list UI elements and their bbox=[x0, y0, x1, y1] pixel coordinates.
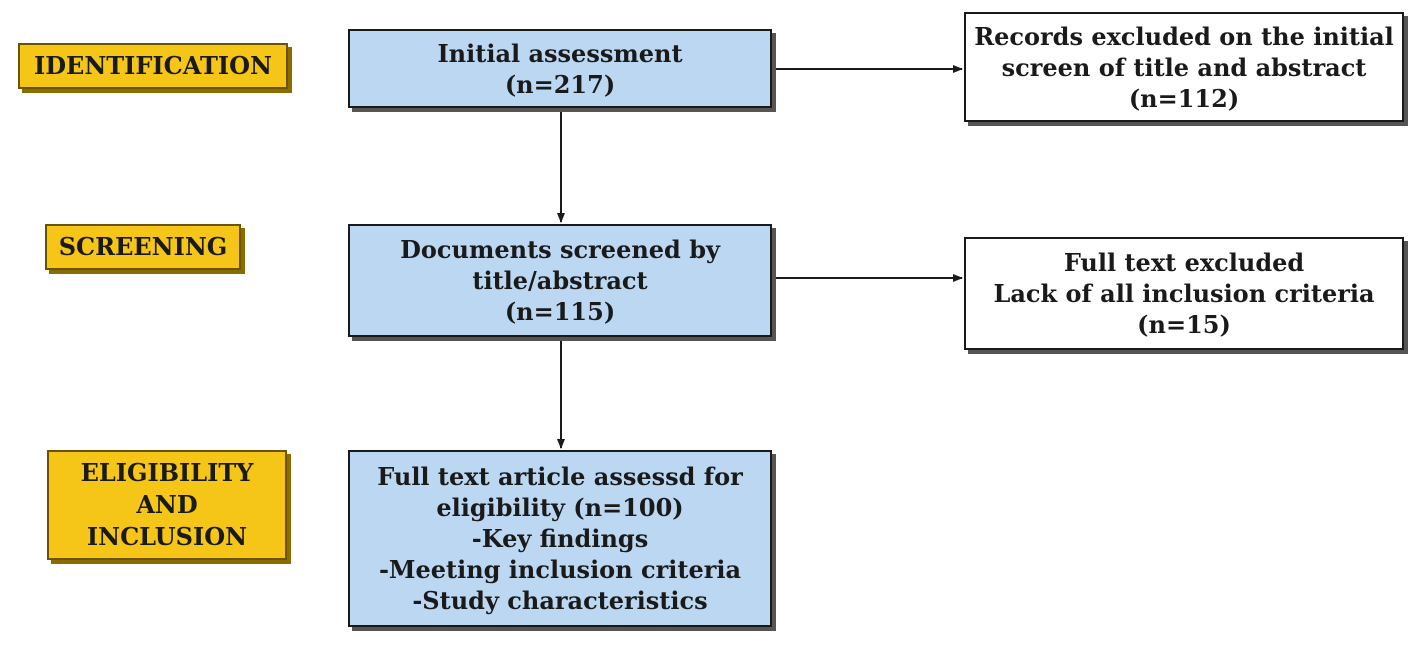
full-text-assessed-box-line-4: -Meeting inclusion criteria bbox=[378, 555, 742, 584]
initial-assessment-box-line-1: Initial assessment bbox=[437, 38, 683, 68]
stage-label-eligibility-inclusion-line-1: ELIGIBILITY bbox=[80, 458, 254, 487]
full-text-assessed-box-line-2: eligibility (n=100) bbox=[436, 493, 684, 522]
full-text-excluded-box-line-1: Full text excluded bbox=[1063, 248, 1305, 277]
documents-screened-box-line-2: title/abstract bbox=[472, 266, 648, 295]
full-text-assessed-box-line-1: Full text article assessd for bbox=[377, 462, 743, 491]
stage-label-screening: SCREENING bbox=[45, 224, 241, 270]
documents-screened-box-line-1: Documents screened by bbox=[400, 235, 720, 264]
initial-assessment-box-line-2: (n=217) bbox=[504, 69, 616, 99]
full-text-excluded-box-line-3: (n=15) bbox=[1137, 310, 1231, 339]
stage-label-screening-line-1: SCREENING bbox=[58, 232, 228, 261]
stage-label-eligibility-inclusion-line-3: INCLUSION bbox=[86, 522, 248, 551]
stage-label-identification: IDENTIFICATION bbox=[18, 43, 288, 89]
full-text-excluded-box-line-2: Lack of all inclusion criteria bbox=[993, 279, 1375, 308]
records-excluded-box-line-2: screen of title and abstract bbox=[1001, 52, 1367, 82]
records-excluded-box-line-3: (n=112) bbox=[1128, 83, 1240, 113]
stage-label-identification-line-1: IDENTIFICATION bbox=[34, 51, 272, 80]
full-text-assessed-box-line-3: -Key findings bbox=[471, 524, 649, 553]
records-excluded-box-line-1: Records excluded on the initial bbox=[974, 21, 1394, 51]
stage-label-eligibility-inclusion: ELIGIBILITY AND INCLUSION bbox=[47, 450, 287, 560]
documents-screened-box-line-3: (n=115) bbox=[504, 297, 616, 326]
stage-label-eligibility-inclusion-line-2: AND bbox=[136, 490, 198, 519]
initial-assessment-box: Initial assessment(n=217) bbox=[348, 29, 772, 108]
full-text-assessed-box-line-5: -Study characteristics bbox=[412, 586, 708, 615]
